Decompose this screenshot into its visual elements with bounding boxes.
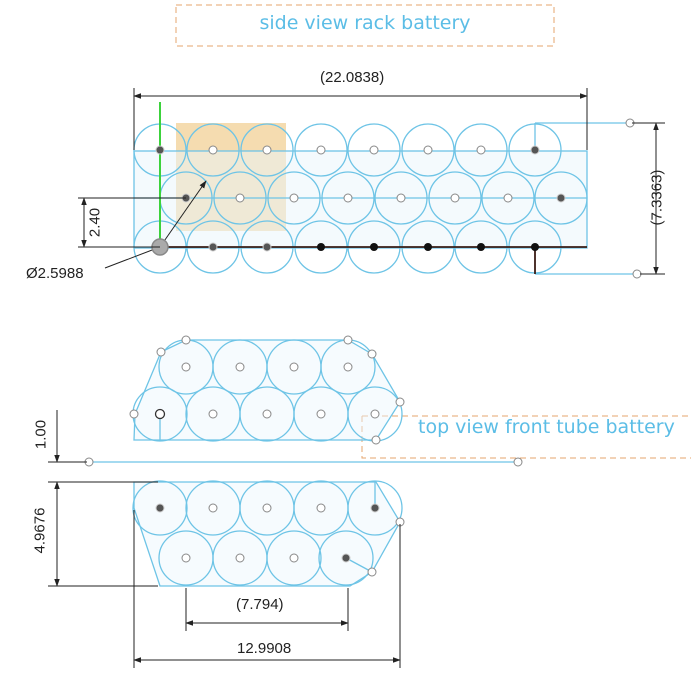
free-point[interactable] <box>396 193 406 203</box>
top-view-note[interactable]: top view front tube battery <box>418 416 675 438</box>
free-point[interactable] <box>181 362 191 372</box>
free-point[interactable] <box>208 145 218 155</box>
free-point[interactable] <box>370 409 380 419</box>
diameter-leader <box>104 246 161 269</box>
tube-upper-outline[interactable] <box>133 339 401 441</box>
free-point[interactable] <box>369 145 379 155</box>
diameter-arrow[interactable] <box>159 180 207 248</box>
free-point[interactable] <box>156 347 166 357</box>
constraint-point[interactable] <box>155 145 165 155</box>
dimension-tube-gap[interactable] <box>48 410 87 463</box>
constraint-point[interactable] <box>208 242 218 252</box>
tube-inner-width-label[interactable]: (7.794) <box>236 596 284 613</box>
battery-cell[interactable] <box>318 530 374 586</box>
rack-outline <box>133 150 588 249</box>
free-point[interactable] <box>450 193 460 203</box>
constraint-point[interactable] <box>530 145 540 155</box>
dimension-row-pitch[interactable] <box>78 197 186 248</box>
rack-height-label[interactable]: (7.3363) <box>648 169 666 226</box>
battery-cell[interactable] <box>240 123 294 177</box>
constraint-point[interactable] <box>155 503 165 513</box>
selected-point[interactable] <box>154 408 166 420</box>
free-point[interactable] <box>476 145 486 155</box>
free-point[interactable] <box>371 435 381 445</box>
fixed-point[interactable] <box>477 243 485 251</box>
free-point[interactable] <box>181 335 191 345</box>
free-point[interactable] <box>208 503 218 513</box>
top-view-tube[interactable] <box>84 335 523 587</box>
free-point[interactable] <box>343 335 353 345</box>
free-point[interactable] <box>129 409 139 419</box>
free-point[interactable] <box>343 193 353 203</box>
constraint-point[interactable] <box>262 242 272 252</box>
battery-cell[interactable] <box>186 123 240 177</box>
fixed-point[interactable] <box>531 243 539 251</box>
fixed-point[interactable] <box>370 243 378 251</box>
free-point[interactable] <box>235 362 245 372</box>
dimension-rack-height[interactable] <box>632 122 665 275</box>
free-point[interactable] <box>343 362 353 372</box>
free-point[interactable] <box>235 553 245 563</box>
side-view-note[interactable]: side view rack battery <box>259 12 471 34</box>
battery-cell[interactable] <box>294 123 348 177</box>
free-point[interactable] <box>632 269 642 279</box>
free-point[interactable] <box>367 567 377 577</box>
battery-cell[interactable] <box>266 530 322 586</box>
side-view-rack[interactable] <box>104 102 642 279</box>
free-point[interactable] <box>289 193 299 203</box>
free-point[interactable] <box>262 409 272 419</box>
dimension-tube-section-height[interactable] <box>48 481 158 587</box>
dimension-tube-width[interactable] <box>133 510 401 668</box>
free-point[interactable] <box>208 409 218 419</box>
rack-width-label[interactable]: (22.0838) <box>320 69 385 86</box>
tube-lower-outline[interactable] <box>133 481 401 587</box>
fixed-point[interactable] <box>424 243 432 251</box>
top-view-note-frame[interactable] <box>361 415 691 459</box>
free-point[interactable] <box>262 503 272 513</box>
free-point[interactable] <box>513 457 523 467</box>
free-point[interactable] <box>395 397 405 407</box>
battery-cell[interactable] <box>401 123 455 177</box>
tube-section-height-label[interactable]: 4.9676 <box>31 507 49 554</box>
free-point[interactable] <box>289 362 299 372</box>
battery-cell[interactable] <box>347 123 401 177</box>
constraint-point[interactable] <box>556 193 566 203</box>
free-point[interactable] <box>503 193 513 203</box>
fixed-point[interactable] <box>317 243 325 251</box>
constraint-point[interactable] <box>341 553 351 563</box>
cell-diameter-label[interactable]: Ø2.5988 <box>26 265 84 282</box>
dimension-tube-inner-width[interactable] <box>185 588 349 631</box>
battery-cell[interactable] <box>132 480 188 536</box>
free-point[interactable] <box>235 193 245 203</box>
row-pitch-label[interactable]: 2.40 <box>86 207 104 238</box>
tube-gap-label[interactable]: 1.00 <box>32 419 50 450</box>
tube-width-label[interactable]: 12.9908 <box>237 640 292 657</box>
battery-cell[interactable] <box>454 123 508 177</box>
free-point[interactable] <box>316 409 326 419</box>
free-point[interactable] <box>423 145 433 155</box>
dimension-rack-width[interactable] <box>133 88 588 150</box>
battery-cell[interactable] <box>347 480 403 536</box>
free-point[interactable] <box>289 553 299 563</box>
free-point[interactable] <box>316 145 326 155</box>
free-point[interactable] <box>262 145 272 155</box>
constraint-point[interactable] <box>370 503 380 513</box>
free-point[interactable] <box>316 503 326 513</box>
free-point[interactable] <box>181 553 191 563</box>
free-point[interactable] <box>367 349 377 359</box>
